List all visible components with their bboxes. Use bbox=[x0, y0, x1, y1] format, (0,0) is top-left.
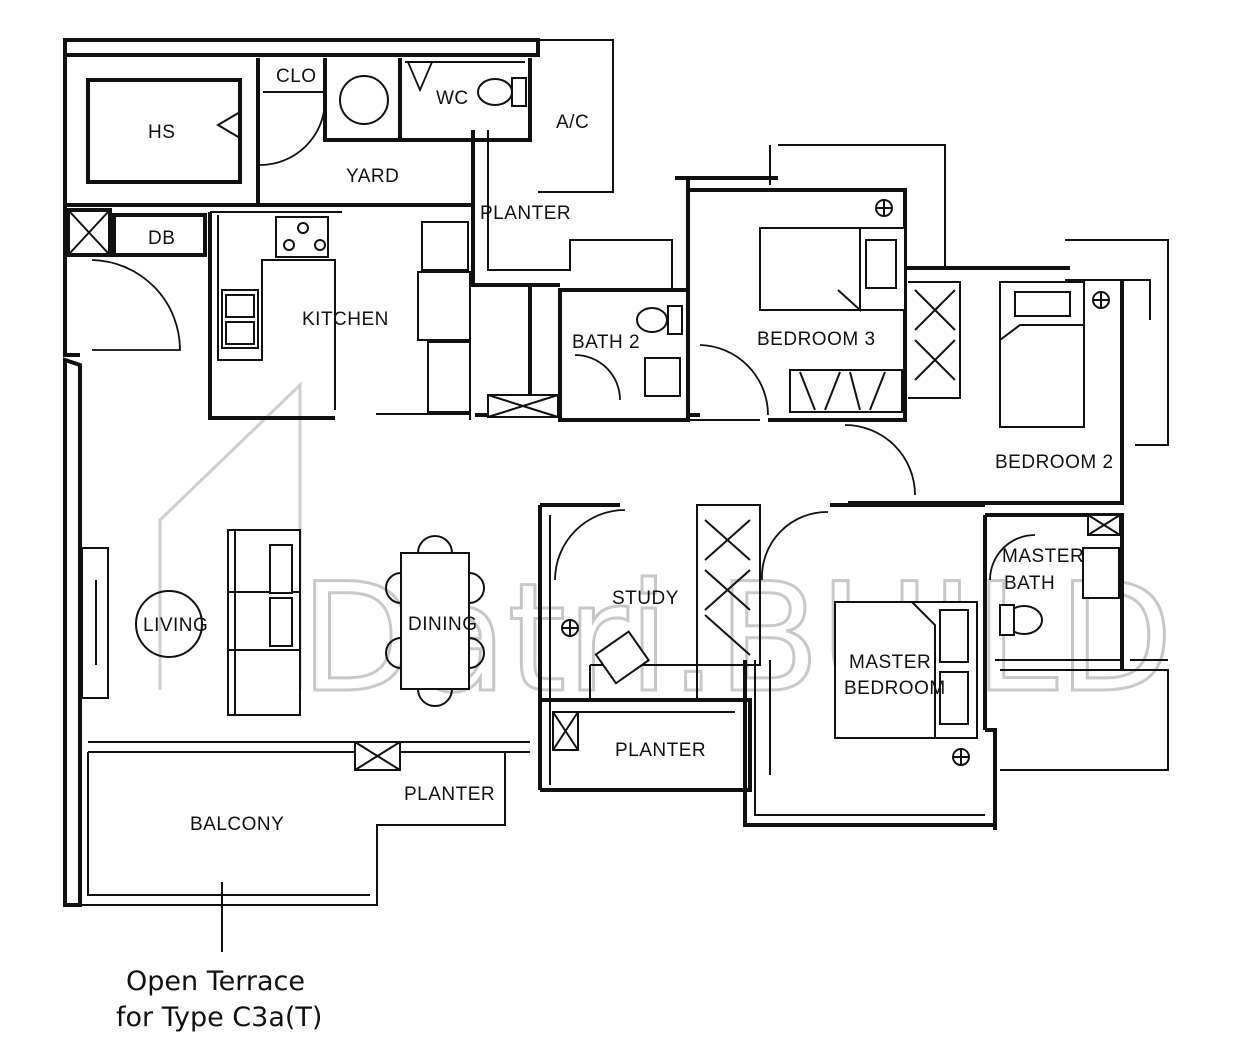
washer-icon bbox=[339, 75, 389, 125]
label-db: DB bbox=[148, 228, 175, 249]
label-master-bath-line1: MASTER bbox=[1002, 546, 1084, 567]
note-line-1: Open Terrace bbox=[126, 966, 305, 997]
terrace-note: Open Terrace for Type C3a(T) bbox=[116, 882, 322, 1033]
basin-icon bbox=[644, 357, 681, 397]
basin-icon bbox=[1082, 547, 1120, 599]
label-dining: DINING bbox=[408, 614, 478, 635]
label-clo: CLO bbox=[276, 66, 317, 87]
toilet-icon bbox=[477, 78, 513, 106]
sink-icon bbox=[221, 289, 259, 349]
dining-table-icon bbox=[400, 552, 470, 690]
label-ac: A/C bbox=[556, 112, 589, 133]
walls bbox=[63, 38, 1169, 907]
note-line-2: for Type C3a(T) bbox=[116, 1002, 322, 1033]
label-bath-2: BATH 2 bbox=[572, 332, 640, 353]
label-yard: YARD bbox=[346, 166, 399, 187]
fixtures bbox=[69, 75, 1121, 771]
living-rug-icon bbox=[135, 590, 203, 658]
label-master-bedroom-line2: BEDROOM bbox=[844, 678, 946, 699]
label-living: LIVING bbox=[143, 615, 208, 636]
label-wc: WC bbox=[436, 88, 469, 109]
label-planter-mid: PLANTER bbox=[615, 740, 706, 761]
label-hs: HS bbox=[148, 122, 175, 143]
label-study: STUDY bbox=[612, 588, 679, 609]
label-planter-low: PLANTER bbox=[404, 784, 495, 805]
label-planter-top: PLANTER bbox=[480, 203, 571, 224]
room-labels: HS CLO WC A/C YARD DB KITCHEN PLANTER BA… bbox=[143, 66, 1114, 835]
toilet-icon bbox=[636, 307, 668, 333]
label-kitchen: KITCHEN bbox=[302, 309, 389, 330]
label-bedroom-3: BEDROOM 3 bbox=[757, 329, 876, 350]
label-master-bedroom-line1: MASTER bbox=[849, 652, 931, 673]
doors bbox=[91, 61, 1036, 581]
label-master-bath-line2: BATH bbox=[1004, 573, 1055, 594]
label-bedroom-2: BEDROOM 2 bbox=[995, 452, 1114, 473]
label-balcony: BALCONY bbox=[190, 814, 284, 835]
fridge-icon bbox=[421, 221, 469, 271]
desk-chair-icon bbox=[594, 630, 651, 685]
